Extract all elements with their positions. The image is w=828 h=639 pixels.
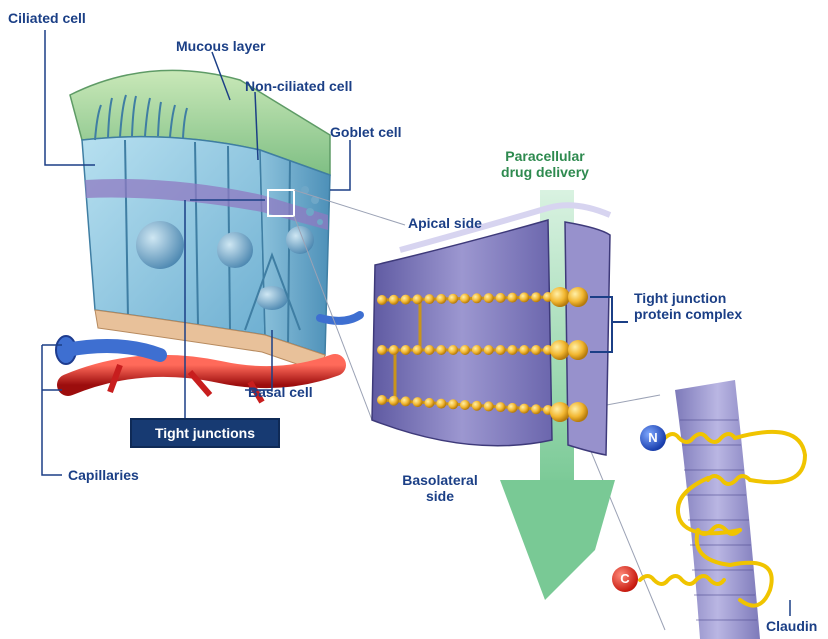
junction-bead: [448, 345, 458, 355]
junction-bead: [424, 345, 434, 355]
junction-bead: [484, 293, 494, 303]
junction-bead: [377, 345, 387, 355]
junction-bead: [472, 401, 482, 411]
label-mucous-layer: Mucous layer: [176, 38, 265, 54]
junction-bead: [531, 404, 541, 414]
label-ciliated-cell: Ciliated cell: [8, 10, 86, 26]
c-terminus-icon: C: [612, 566, 638, 592]
junction-bead: [413, 397, 423, 407]
label-tight-junctions: Tight junctions: [132, 420, 278, 446]
junction-bead: [531, 292, 541, 302]
junction-bead: [507, 293, 517, 303]
label-tight-junction-line2: protein complex: [634, 306, 742, 322]
junction-bead: [401, 295, 411, 305]
junction-bead: [484, 345, 494, 355]
junction-bead: [377, 295, 387, 305]
n-terminus-icon: N: [640, 425, 666, 451]
junction-bead: [519, 292, 529, 302]
label-non-ciliated-cell: Non-ciliated cell: [245, 78, 352, 94]
junction-bead: [484, 401, 494, 411]
label-apical-side: Apical side: [408, 215, 482, 231]
label-basolateral-line2: side: [384, 488, 496, 504]
junction-bead: [519, 345, 529, 355]
junction-bead: [436, 294, 446, 304]
junction-bead: [389, 295, 399, 305]
junction-bead: [401, 345, 411, 355]
junction-bead: [389, 396, 399, 406]
junction-bead: [460, 294, 470, 304]
junction-bead: [472, 293, 482, 303]
junction-bead: [460, 345, 470, 355]
junction-bead: [519, 404, 529, 414]
junction-bead: [424, 294, 434, 304]
junction-bead: [413, 345, 423, 355]
label-paracellular-line1: Paracellular: [480, 148, 610, 164]
label-basolateral-side: Basolateral side: [384, 472, 496, 504]
label-tight-junction-protein-complex: Tight junction protein complex: [634, 290, 742, 322]
junction-bead: [448, 399, 458, 409]
junction-bead: [531, 345, 541, 355]
junction-bead: [472, 345, 482, 355]
label-goblet-cell: Goblet cell: [330, 124, 402, 140]
junction-bead: [507, 345, 517, 355]
junction-bead: [460, 400, 470, 410]
tight-junctions-callout: Tight junctions: [130, 418, 280, 448]
label-claudin: Claudin: [766, 618, 817, 634]
junction-bead: [389, 345, 399, 355]
junction-bead: [436, 345, 446, 355]
label-paracellular: Paracellular drug delivery: [480, 148, 610, 180]
epithelium-block: [70, 70, 330, 372]
junction-bead: [496, 345, 506, 355]
junction-bead: [401, 396, 411, 406]
claudin-detail: [640, 380, 805, 639]
membrane-section: [372, 205, 610, 455]
label-paracellular-line2: drug delivery: [480, 164, 610, 180]
label-tight-junction-line1: Tight junction: [634, 290, 742, 306]
label-basal-cell: Basal cell: [248, 384, 313, 400]
label-basolateral-line1: Basolateral: [384, 472, 496, 488]
junction-bead: [377, 395, 387, 405]
junction-bead: [507, 403, 517, 413]
label-capillaries: Capillaries: [68, 467, 139, 483]
junction-bead: [436, 399, 446, 409]
junction-bead: [496, 402, 506, 412]
junction-bead: [496, 293, 506, 303]
junction-bead: [424, 398, 434, 408]
junction-bead: [413, 294, 423, 304]
junction-bead: [448, 294, 458, 304]
